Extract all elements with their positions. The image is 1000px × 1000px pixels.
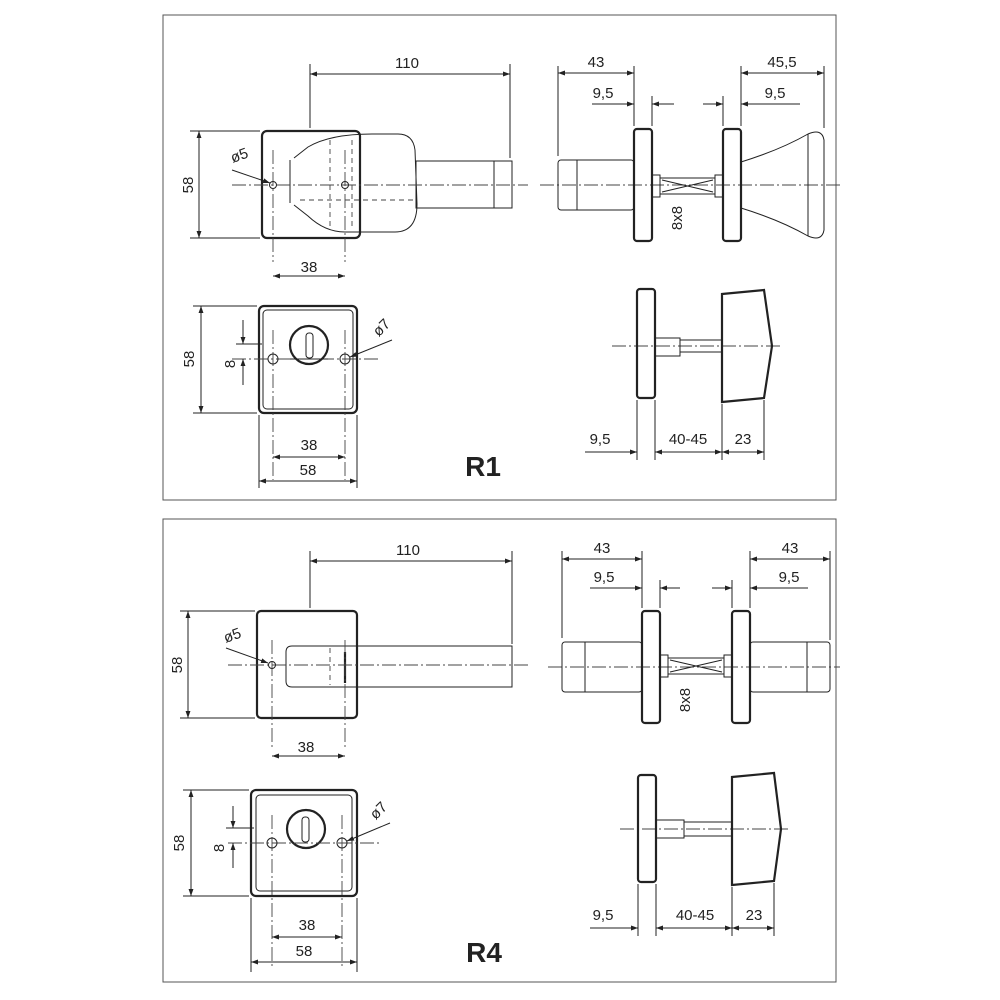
r1-dim-side-left-inner: 9,5 <box>593 85 614 102</box>
r4-dim-side-right-inner: 9,5 <box>779 569 800 586</box>
r4-dim-height: 58 <box>169 657 186 674</box>
r1-dim-offset: 8 <box>222 360 239 368</box>
r4-dim-spindle: 8x8 <box>677 688 694 712</box>
r1-dim-body: 23 <box>735 431 752 448</box>
panel-r4-title: R4 <box>466 937 502 968</box>
r1-dim-rose-thickness: 9,5 <box>590 431 611 448</box>
r4-dim-length: 110 <box>396 542 420 559</box>
panel-r4-frame <box>162 518 837 983</box>
r1-dim-length: 110 <box>395 55 419 72</box>
r4-dim-hole: ø5 <box>221 625 243 647</box>
r4-dim-rose-hole: ø7 <box>367 799 391 823</box>
r1-lever-front-view: 110 58 ø5 38 <box>180 55 528 279</box>
r4-rose-side-view: 9,5 40-45 23 <box>590 771 790 936</box>
r4-dim-body: 23 <box>746 907 763 924</box>
r1-rose-front-view: 58 8 ø7 38 58 <box>181 304 394 488</box>
r4-dim-offset: 8 <box>211 844 228 852</box>
r4-dim-side-right: 43 <box>782 540 799 557</box>
r4-lever-front-view: 110 58 ø5 38 <box>169 542 528 759</box>
r4-dim-rose-width: 58 <box>296 943 313 960</box>
panel-r1-title: R1 <box>465 451 501 482</box>
r4-rose-front-view: 58 8 ø7 38 58 <box>171 788 391 972</box>
r1-dim-hole: ø5 <box>228 145 250 167</box>
r1-dim-door: 40-45 <box>669 431 707 448</box>
r4-dim-rose-spacing: 38 <box>299 917 316 934</box>
r4-dim-rose-thickness: 9,5 <box>593 907 614 924</box>
r1-dim-height: 58 <box>180 177 197 194</box>
r4-dim-rose-height: 58 <box>171 835 188 852</box>
panel-r1-frame <box>162 14 837 501</box>
r1-dim-side-right-inner: 9,5 <box>765 85 786 102</box>
r4-dim-door: 40-45 <box>676 907 714 924</box>
r4-dim-side-left: 43 <box>594 540 611 557</box>
r1-dim-rose-height: 58 <box>181 351 198 368</box>
r1-lever-side-view: 43 9,5 45,5 9,5 8x8 <box>540 54 840 243</box>
r4-lever-side-view: 43 9,5 43 9,5 8x8 <box>548 540 840 725</box>
r4-dim-side-left-inner: 9,5 <box>594 569 615 586</box>
r4-dim-spacing: 38 <box>298 739 315 756</box>
r1-dim-spacing: 38 <box>301 259 318 276</box>
r1-dim-side-left: 43 <box>588 54 605 71</box>
r1-dim-rose-spacing: 38 <box>301 437 318 454</box>
panel-r1: 110 58 ø5 38 <box>162 14 840 501</box>
panel-r4: 110 58 ø5 38 <box>162 518 840 983</box>
r1-rose-side-view: 9,5 40-45 23 <box>585 287 782 460</box>
r1-dim-side-right: 45,5 <box>767 54 796 71</box>
r1-dim-rose-hole: ø7 <box>370 316 394 340</box>
r1-dim-rose-width: 58 <box>300 462 317 479</box>
r1-dim-spindle: 8x8 <box>669 206 686 230</box>
